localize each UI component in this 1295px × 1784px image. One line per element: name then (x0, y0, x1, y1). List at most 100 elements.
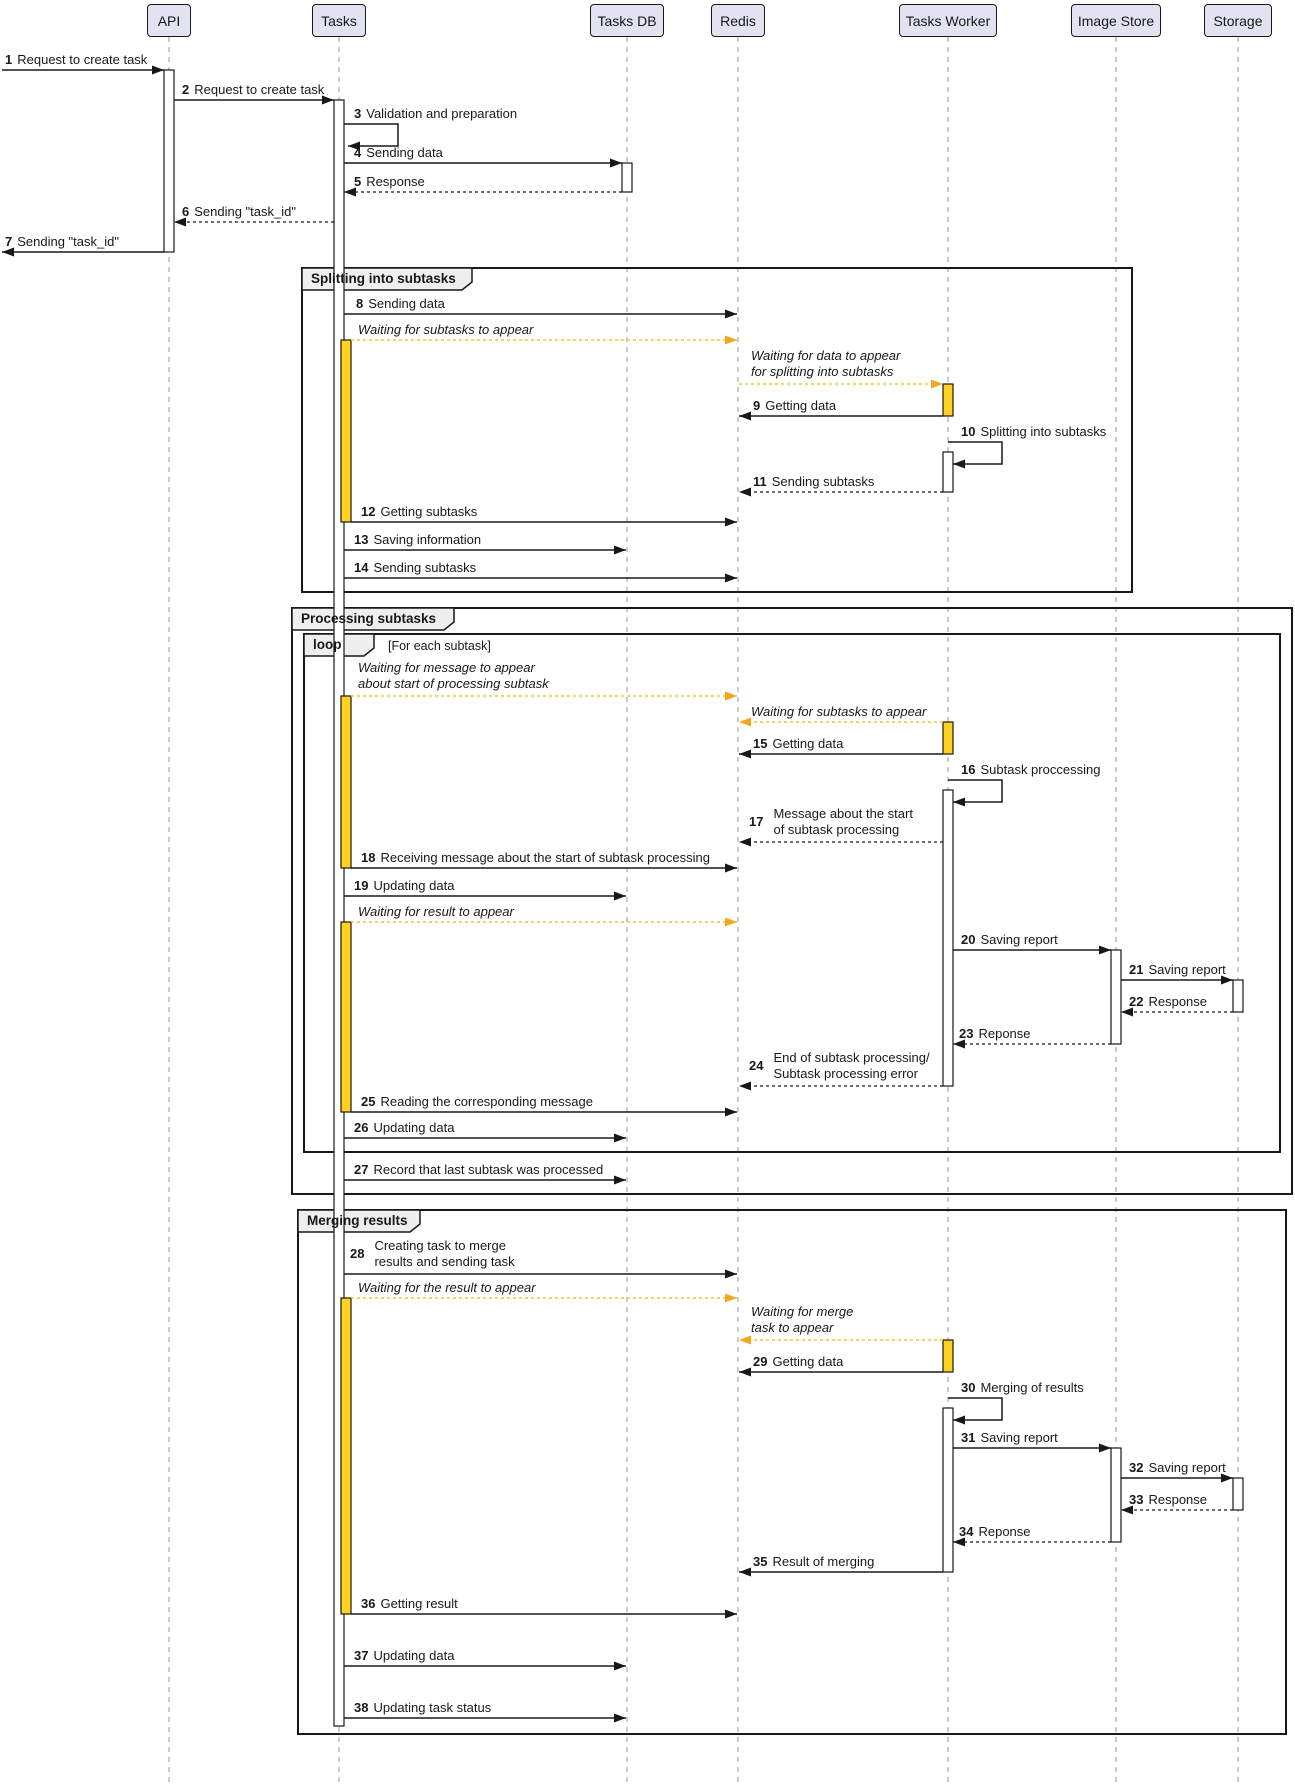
activation-bar-yellow (340, 339, 352, 523)
message-text: Waiting for result to appear (358, 904, 514, 919)
activation-bar (1110, 949, 1122, 1045)
message-number: 28 (350, 1246, 365, 1261)
message-number: 7 (5, 234, 13, 249)
waiting-label: Waiting for the result to appear (358, 1280, 536, 1296)
message-text: Waiting for the result to appear (358, 1280, 536, 1295)
message-number: 29 (753, 1354, 768, 1369)
participant-label: Redis (720, 12, 756, 29)
message-label-11: 11 Sending subtasks (753, 474, 874, 490)
message-number: 2 (182, 82, 190, 97)
message-text: Getting data (765, 398, 837, 413)
message-number: 34 (959, 1524, 974, 1539)
message-number: 3 (354, 106, 362, 121)
message-number: 25 (361, 1094, 376, 1109)
message-number: 33 (1129, 1492, 1144, 1507)
participant-label: Tasks DB (597, 12, 657, 29)
message-text: Receiving message about the start of sub… (380, 850, 710, 865)
activation-bar (1232, 979, 1244, 1013)
message-text: Saving information (373, 532, 482, 547)
message-number: 37 (354, 1648, 369, 1663)
message-text: Reading the corresponding message (380, 1094, 593, 1109)
message-text: Reponse (978, 1026, 1031, 1041)
activation-bar-yellow (942, 721, 954, 755)
frame-title-processing: Processing subtasks (301, 611, 437, 626)
message-text: Response (1148, 1492, 1208, 1507)
frame-processing (291, 607, 1293, 1195)
message-label-33: 33 Response (1129, 1492, 1207, 1508)
message-text: Getting subtasks (380, 504, 478, 519)
participant-label: Tasks Worker (905, 12, 991, 29)
message-label-19: 19 Updating data (354, 878, 454, 894)
message-text: Record that last subtask was processed (373, 1162, 604, 1177)
participant-tasks-worker: Tasks Worker (899, 4, 997, 37)
message-text: Waiting for subtasks to appear (358, 322, 534, 337)
activation-bar (942, 1407, 954, 1573)
message-text: Response (1148, 994, 1208, 1009)
message-number: 36 (361, 1596, 376, 1611)
participant-api: API (147, 4, 191, 37)
activation-bar (942, 451, 954, 493)
self-message-arrow-10 (948, 441, 1003, 469)
frame-tab-processing (291, 607, 455, 631)
activation-bar-yellow (942, 383, 954, 417)
message-text: Updating data (373, 878, 455, 893)
self-message-arrow-3 (344, 123, 399, 151)
message-text: Validation and preparation (366, 106, 518, 121)
waiting-label: Waiting for result to appear (358, 904, 514, 920)
message-text: Creating task to merge results and sendi… (374, 1238, 515, 1269)
activation-bar-yellow (340, 695, 352, 869)
message-number: 22 (1129, 994, 1144, 1009)
activation-bar (942, 789, 954, 1087)
activation-bar (163, 69, 175, 253)
message-text: Saving report (980, 932, 1058, 947)
frame-loop (303, 633, 1281, 1153)
frame-title-splitting: Splitting into subtasks (311, 271, 456, 286)
message-label-12: 12 Getting subtasks (361, 504, 477, 520)
message-number: 12 (361, 504, 376, 519)
message-number: 11 (753, 474, 767, 489)
waiting-label: Waiting for subtasks to appear (358, 322, 533, 338)
message-label-18: 18 Receiving message about the start of s… (361, 850, 710, 866)
message-number: 23 (959, 1026, 974, 1041)
message-text: Sending data (366, 145, 443, 160)
frame-merging (297, 1209, 1287, 1735)
participant-image-store: Image Store (1071, 4, 1161, 37)
participant-label: Storage (1213, 12, 1263, 29)
message-text: Sending data (368, 296, 445, 311)
message-text: Response (366, 174, 425, 189)
message-label-3: 3 Validation and preparation (354, 106, 517, 122)
self-message-arrow-30 (948, 1397, 1003, 1425)
message-text: Saving report (980, 1430, 1058, 1445)
message-text: Getting data (772, 1354, 844, 1369)
message-text: Waiting for data to appear for splitting… (751, 348, 901, 379)
message-label-25: 25 Reading the corresponding message (361, 1094, 593, 1110)
message-text: Sending subtasks (373, 560, 477, 575)
activation-bar (1232, 1477, 1244, 1511)
waiting-label: Waiting for merge task to appear (751, 1304, 853, 1336)
message-label-28: 28 Creating task to merge results and sen… (350, 1238, 515, 1270)
message-text: Waiting for merge task to appear (751, 1304, 854, 1335)
message-number: 18 (361, 850, 376, 865)
message-number: 27 (354, 1162, 369, 1177)
participant-tasks: Tasks (312, 4, 366, 37)
message-text: Merging of results (980, 1380, 1084, 1395)
message-number: 14 (354, 560, 369, 575)
frame-title-merging: Merging results (307, 1213, 408, 1228)
message-number: 19 (354, 878, 369, 893)
message-number: 26 (354, 1120, 369, 1135)
message-number: 38 (354, 1700, 369, 1715)
message-text: Sending subtasks (771, 474, 875, 489)
loop-condition: [For each subtask] (388, 639, 491, 653)
